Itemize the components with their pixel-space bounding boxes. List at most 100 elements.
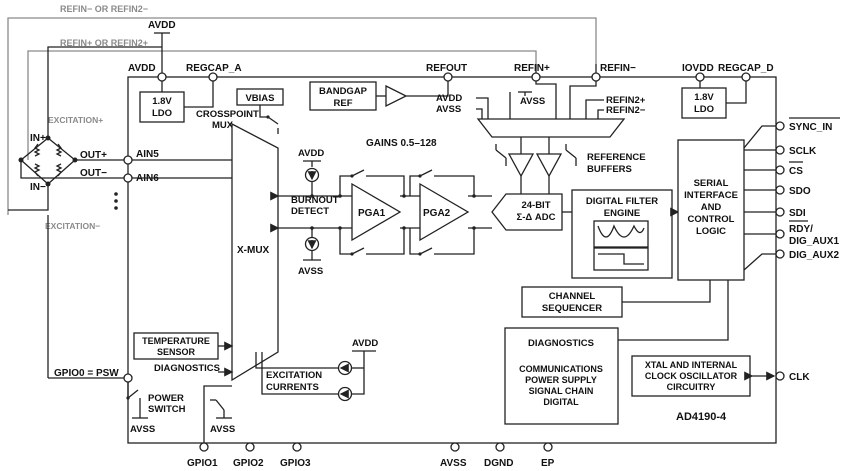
dfe-line1: DIGITAL FILTER — [586, 196, 658, 207]
pga1-label: PGA1 — [358, 208, 386, 219]
xtal-line1: XTAL AND INTERNAL — [645, 360, 738, 370]
ref-avss-label: AVSS — [436, 104, 461, 115]
gpio0-label: GPIO0 = PSW — [54, 368, 119, 379]
ep-pin — [543, 442, 553, 452]
clk-pin — [775, 371, 785, 381]
gpio3-pin — [292, 442, 302, 452]
ref-avdd-label: AVDD — [436, 93, 462, 104]
pga2-block — [419, 182, 470, 242]
out-plus-label: OUT+ — [80, 150, 107, 161]
excitation-minus-label: EXCITATION− — [45, 221, 100, 231]
xtal-block — [631, 355, 751, 397]
external-reference-lines — [7, 17, 597, 215]
avss-label: AVSS — [440, 458, 467, 469]
dgnd-pin — [495, 442, 505, 452]
excitation-line1: EXCITATION — [266, 370, 322, 381]
serial-interface-block — [677, 139, 745, 281]
dgnd-label: DGND — [484, 458, 513, 469]
refin-plus-pin — [531, 72, 541, 82]
excitation-avdd-label: AVDD — [352, 338, 378, 349]
refout-buffer — [385, 84, 408, 108]
sdi-label: SDI — [789, 208, 806, 219]
gpio1-label: GPIO1 — [187, 458, 218, 469]
seq-line2: SEQUENCER — [542, 303, 602, 314]
ref-buffers-line1: REFERENCE — [587, 152, 646, 163]
seq-line1: CHANNEL — [549, 291, 596, 302]
adc-line2: Σ-Δ ADC — [517, 212, 556, 223]
diagnostics-block — [504, 327, 619, 425]
dfe-line2: ENGINE — [604, 208, 640, 219]
gpio0-pin — [123, 373, 133, 383]
ldo-a-line2: LDO — [152, 108, 172, 119]
crosspoint-line2: MUX — [212, 120, 234, 131]
dig-aux2-label: DIG_AUX2 — [789, 250, 839, 261]
ain5-label: AIN5 — [136, 149, 159, 160]
temp-line2: SENSOR — [157, 347, 196, 357]
refout-pin — [443, 72, 453, 82]
regcap-a-label: REGCAP_A — [186, 63, 242, 74]
external-avdd-label: AVDD — [148, 20, 176, 31]
diagnostics-input-label: DIAGNOSTICS — [154, 363, 220, 374]
burnout-line2: DETECT — [291, 206, 329, 217]
diag-title: DIAGNOSTICS — [528, 338, 594, 349]
xmux-label: X-MUX — [237, 245, 270, 256]
xtal-line3: CIRCUITRY — [667, 382, 716, 392]
iovdd-pin — [695, 72, 705, 82]
crosspoint-line1: CROSSPOINT — [196, 109, 259, 120]
ep-label: EP — [541, 458, 555, 469]
bandgap-line2: REF — [334, 98, 353, 109]
serial-line4: CONTROL — [688, 214, 735, 225]
bridge-sensor — [8, 135, 128, 379]
reference-mux — [476, 118, 626, 138]
temperature-sensor-block — [133, 332, 219, 360]
sync-in-pin — [775, 121, 785, 131]
ref-buffers-line2: BUFFERS — [587, 164, 632, 175]
ldo-d-line1: 1.8V — [694, 92, 714, 103]
ref-avss2-label: AVSS — [520, 96, 545, 107]
gpio2-label: GPIO2 — [233, 458, 264, 469]
in-plus-label: IN+ — [30, 133, 46, 144]
ldo-d-line2: LDO — [694, 104, 714, 115]
regcap-d-label: REGCAP_D — [718, 63, 774, 74]
bandgap-line1: BANDGAP — [319, 86, 368, 97]
cs-pin — [775, 165, 785, 175]
right-pin-wires — [743, 125, 776, 271]
out-minus-label: OUT− — [80, 168, 107, 179]
refin-plus-label: REFIN+ — [514, 63, 550, 74]
ain5-pin — [123, 155, 133, 165]
diag-line4: DIGITAL — [543, 397, 579, 407]
power-line1: POWER — [148, 393, 184, 404]
cs-label: CS — [789, 166, 803, 177]
avdd-pin — [157, 72, 167, 82]
gains-label: GAINS 0.5–128 — [366, 138, 437, 149]
gpio1-pin — [199, 442, 209, 452]
dig-aux2-pin — [775, 249, 785, 259]
regcap-a-pin — [208, 72, 218, 82]
sclk-pin — [775, 145, 785, 155]
sync-in-label: SYNC_IN — [789, 122, 832, 133]
adc-line1: 24-BIT — [521, 200, 550, 211]
part-number: AD4190-4 — [676, 411, 727, 423]
refin2-minus-label: REFIN2− — [606, 105, 646, 116]
sclk-label: SCLK — [789, 146, 817, 157]
gpio3-label: GPIO3 — [280, 458, 311, 469]
serial-line3: AND — [701, 202, 722, 213]
xtal-line2: CLOCK OSCILLATOR — [645, 371, 738, 381]
dig-aux1-label: DIG_AUX1 — [789, 236, 839, 247]
pga2-label: PGA2 — [423, 208, 451, 219]
refout-label: REFOUT — [426, 63, 467, 74]
excitation-plus-label: EXCITATION+ — [48, 115, 103, 125]
sdo-label: SDO — [789, 186, 811, 197]
regcap-d-pin — [741, 72, 751, 82]
pga1-block — [351, 182, 402, 242]
excitation-line2: CURRENTS — [266, 382, 319, 393]
power-line2: SWITCH — [148, 404, 186, 415]
sdo-pin — [775, 185, 785, 195]
in-minus-label: IN− — [30, 182, 46, 193]
refin-minus-or-refin2-minus-label: REFIN− OR REFIN2− — [60, 4, 148, 14]
ain6-pin — [123, 173, 133, 183]
clk-label: CLK — [789, 372, 810, 383]
reference-buffers — [495, 137, 577, 195]
rdy-pin — [775, 229, 785, 239]
